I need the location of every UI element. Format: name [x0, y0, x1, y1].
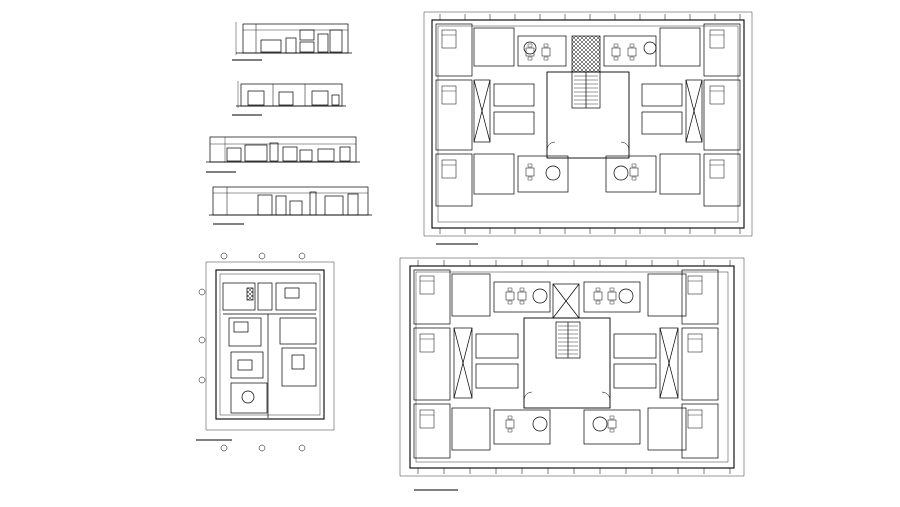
bed-symbol — [709, 85, 725, 105]
dining-table-symbol — [611, 47, 621, 57]
bed-symbol — [419, 275, 435, 295]
bed-symbol — [419, 333, 435, 353]
dining-table-symbol — [629, 167, 639, 177]
grid-bubble — [298, 444, 306, 452]
dining-table-symbol — [593, 291, 603, 301]
bed-symbol — [441, 159, 457, 179]
chair-symbol — [595, 287, 601, 292]
unit-plan-drawing — [196, 261, 335, 441]
chair-symbol — [609, 415, 615, 420]
dining-table-symbol — [607, 291, 617, 301]
grid-bubble — [258, 444, 266, 452]
chair-symbol — [507, 415, 513, 420]
bed-symbol — [419, 409, 435, 429]
chair-symbol — [543, 56, 549, 61]
chair-symbol — [519, 287, 525, 292]
chair-symbol — [595, 300, 601, 305]
chair-symbol — [631, 163, 637, 168]
chair-symbol — [629, 43, 635, 48]
door-swing — [546, 141, 556, 151]
dining-table-symbol — [541, 47, 551, 57]
chair-symbol — [629, 56, 635, 61]
chair-symbol — [527, 56, 533, 61]
dining-table-symbol — [505, 419, 515, 429]
bed-symbol — [687, 409, 703, 429]
dining-table-symbol — [627, 47, 637, 57]
typical-floor-plan-lower-drawing — [399, 257, 745, 491]
bed-symbol — [709, 159, 725, 179]
grid-bubble — [198, 376, 206, 384]
typical-floor-plan-upper-drawing — [423, 11, 753, 245]
dining-table-symbol — [517, 291, 527, 301]
bed-symbol — [709, 29, 725, 49]
door-swing — [620, 141, 630, 151]
chair-symbol — [507, 300, 513, 305]
chair-symbol — [543, 43, 549, 48]
dining-table-symbol — [505, 291, 515, 301]
door-swing — [601, 391, 611, 401]
grid-bubble — [298, 252, 306, 260]
dining-table-symbol — [525, 167, 535, 177]
grid-bubble — [198, 288, 206, 296]
grid-bubble — [258, 252, 266, 260]
bed-symbol — [441, 29, 457, 49]
elevation-drawing-1 — [232, 22, 352, 61]
chair-symbol — [609, 300, 615, 305]
door-swing — [523, 391, 533, 401]
chair-symbol — [507, 287, 513, 292]
dining-table-symbol — [525, 47, 535, 57]
chair-symbol — [519, 300, 525, 305]
chair-symbol — [527, 163, 533, 168]
grid-bubble — [220, 444, 228, 452]
section-drawing-1 — [206, 136, 360, 173]
bed-symbol — [441, 85, 457, 105]
bed-symbol — [687, 275, 703, 295]
bed-symbol — [687, 333, 703, 353]
chair-symbol — [609, 428, 615, 433]
chair-symbol — [507, 428, 513, 433]
chair-symbol — [527, 176, 533, 181]
dining-table-symbol — [607, 419, 617, 429]
chair-symbol — [527, 43, 533, 48]
section-drawing-2 — [209, 186, 372, 225]
grid-bubble — [198, 336, 206, 344]
generated-details — [198, 14, 741, 474]
chair-symbol — [613, 43, 619, 48]
chair-symbol — [631, 176, 637, 181]
elevation-drawing-2 — [232, 81, 346, 116]
grid-bubble — [220, 252, 228, 260]
chair-symbol — [613, 56, 619, 61]
chair-symbol — [609, 287, 615, 292]
